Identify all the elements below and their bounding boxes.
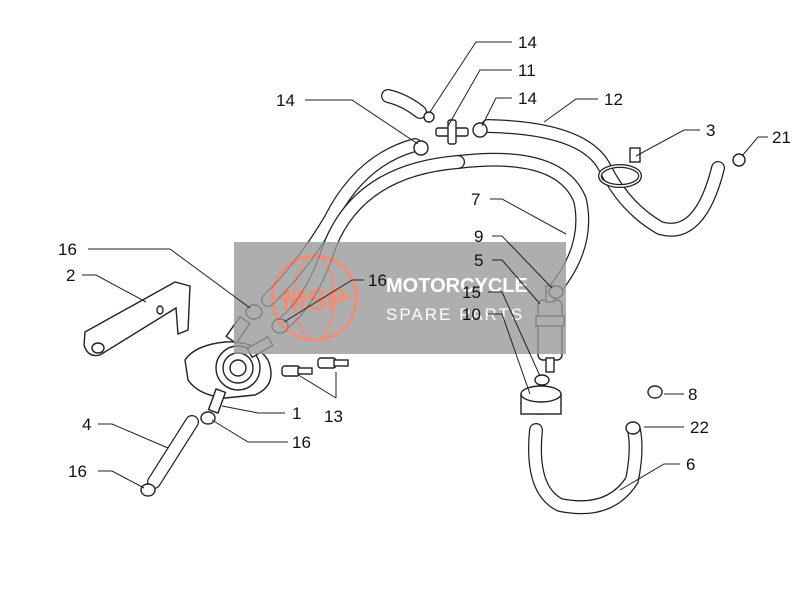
svg-text:8: 8 (688, 385, 697, 404)
clip-22 (625, 421, 641, 435)
svg-text:15: 15 (462, 283, 481, 302)
svg-text:5: 5 (474, 251, 483, 270)
clip-8 (647, 385, 663, 399)
svg-text:22: 22 (690, 418, 709, 437)
callout-2: 2 (66, 266, 147, 303)
clip-21 (732, 153, 746, 167)
callout-14b: 14 (276, 91, 419, 145)
hose-4 (147, 415, 199, 489)
svg-text:13: 13 (324, 407, 343, 426)
callout-9: 9 (474, 227, 553, 289)
watermark-line2: SPARE PARTS (386, 305, 524, 324)
clip-14b (413, 140, 429, 156)
svg-text:3: 3 (706, 121, 715, 140)
callout-4: 4 (82, 415, 169, 449)
watermark-line1: MOTORCYCLE (386, 275, 528, 297)
callout-16b: 16 (283, 271, 387, 323)
svg-text:7: 7 (471, 190, 480, 209)
callout-5: 5 (474, 251, 541, 305)
svg-text:10: 10 (462, 305, 481, 324)
callout-14a: 14 (429, 33, 537, 113)
clip-16c (200, 411, 216, 425)
svg-text:14: 14 (518, 89, 537, 108)
callout-14c: 14 (481, 89, 537, 127)
callout-13: 13 (299, 372, 343, 426)
hose-parts (147, 89, 725, 515)
callouts: 14 11 14 14 12 3 21 7 (58, 33, 791, 491)
callout-21: 21 (741, 128, 791, 157)
svg-text:16: 16 (368, 271, 387, 290)
svg-text:2: 2 (66, 266, 75, 285)
callout-22: 22 (644, 418, 709, 437)
part-10-cup (520, 385, 562, 415)
svg-text:9: 9 (474, 227, 483, 246)
t-joint-11 (435, 119, 469, 145)
svg-text:6: 6 (686, 455, 695, 474)
svg-text:14: 14 (276, 91, 295, 110)
hose-6 (528, 423, 643, 515)
svg-text:12: 12 (604, 90, 623, 109)
svg-text:11: 11 (518, 61, 536, 80)
callout-16d: 16 (68, 462, 145, 489)
clip-14a (423, 111, 435, 123)
clip-16d (140, 483, 156, 497)
svg-text:16: 16 (68, 462, 87, 481)
callout-8: 8 (664, 385, 697, 404)
svg-text:14: 14 (518, 33, 537, 52)
callout-1: 1 (221, 404, 301, 423)
bracket-2 (83, 281, 191, 357)
callout-12: 12 (543, 90, 623, 123)
callout-11: 11 (447, 61, 536, 127)
callout-6: 6 (619, 455, 695, 491)
svg-text:16: 16 (292, 433, 311, 452)
svg-text:16: 16 (58, 240, 77, 259)
watermark: MSP MOTORCYCLE SPARE PARTS (234, 242, 566, 354)
callout-16a: 16 (58, 240, 251, 309)
clip-15 (534, 374, 550, 386)
svg-text:1: 1 (292, 404, 301, 423)
clip-14c (472, 122, 488, 138)
callout-16c: 16 (211, 419, 311, 452)
hose-12 (481, 119, 725, 237)
callout-3: 3 (635, 121, 715, 157)
screws-13 (281, 357, 349, 377)
callout-15: 15 (462, 283, 541, 377)
callout-7: 7 (471, 190, 567, 235)
clamp-3 (598, 147, 642, 188)
short-hose-top (381, 89, 427, 119)
svg-text:4: 4 (82, 415, 91, 434)
callout-10: 10 (462, 305, 531, 395)
svg-text:21: 21 (772, 128, 791, 147)
